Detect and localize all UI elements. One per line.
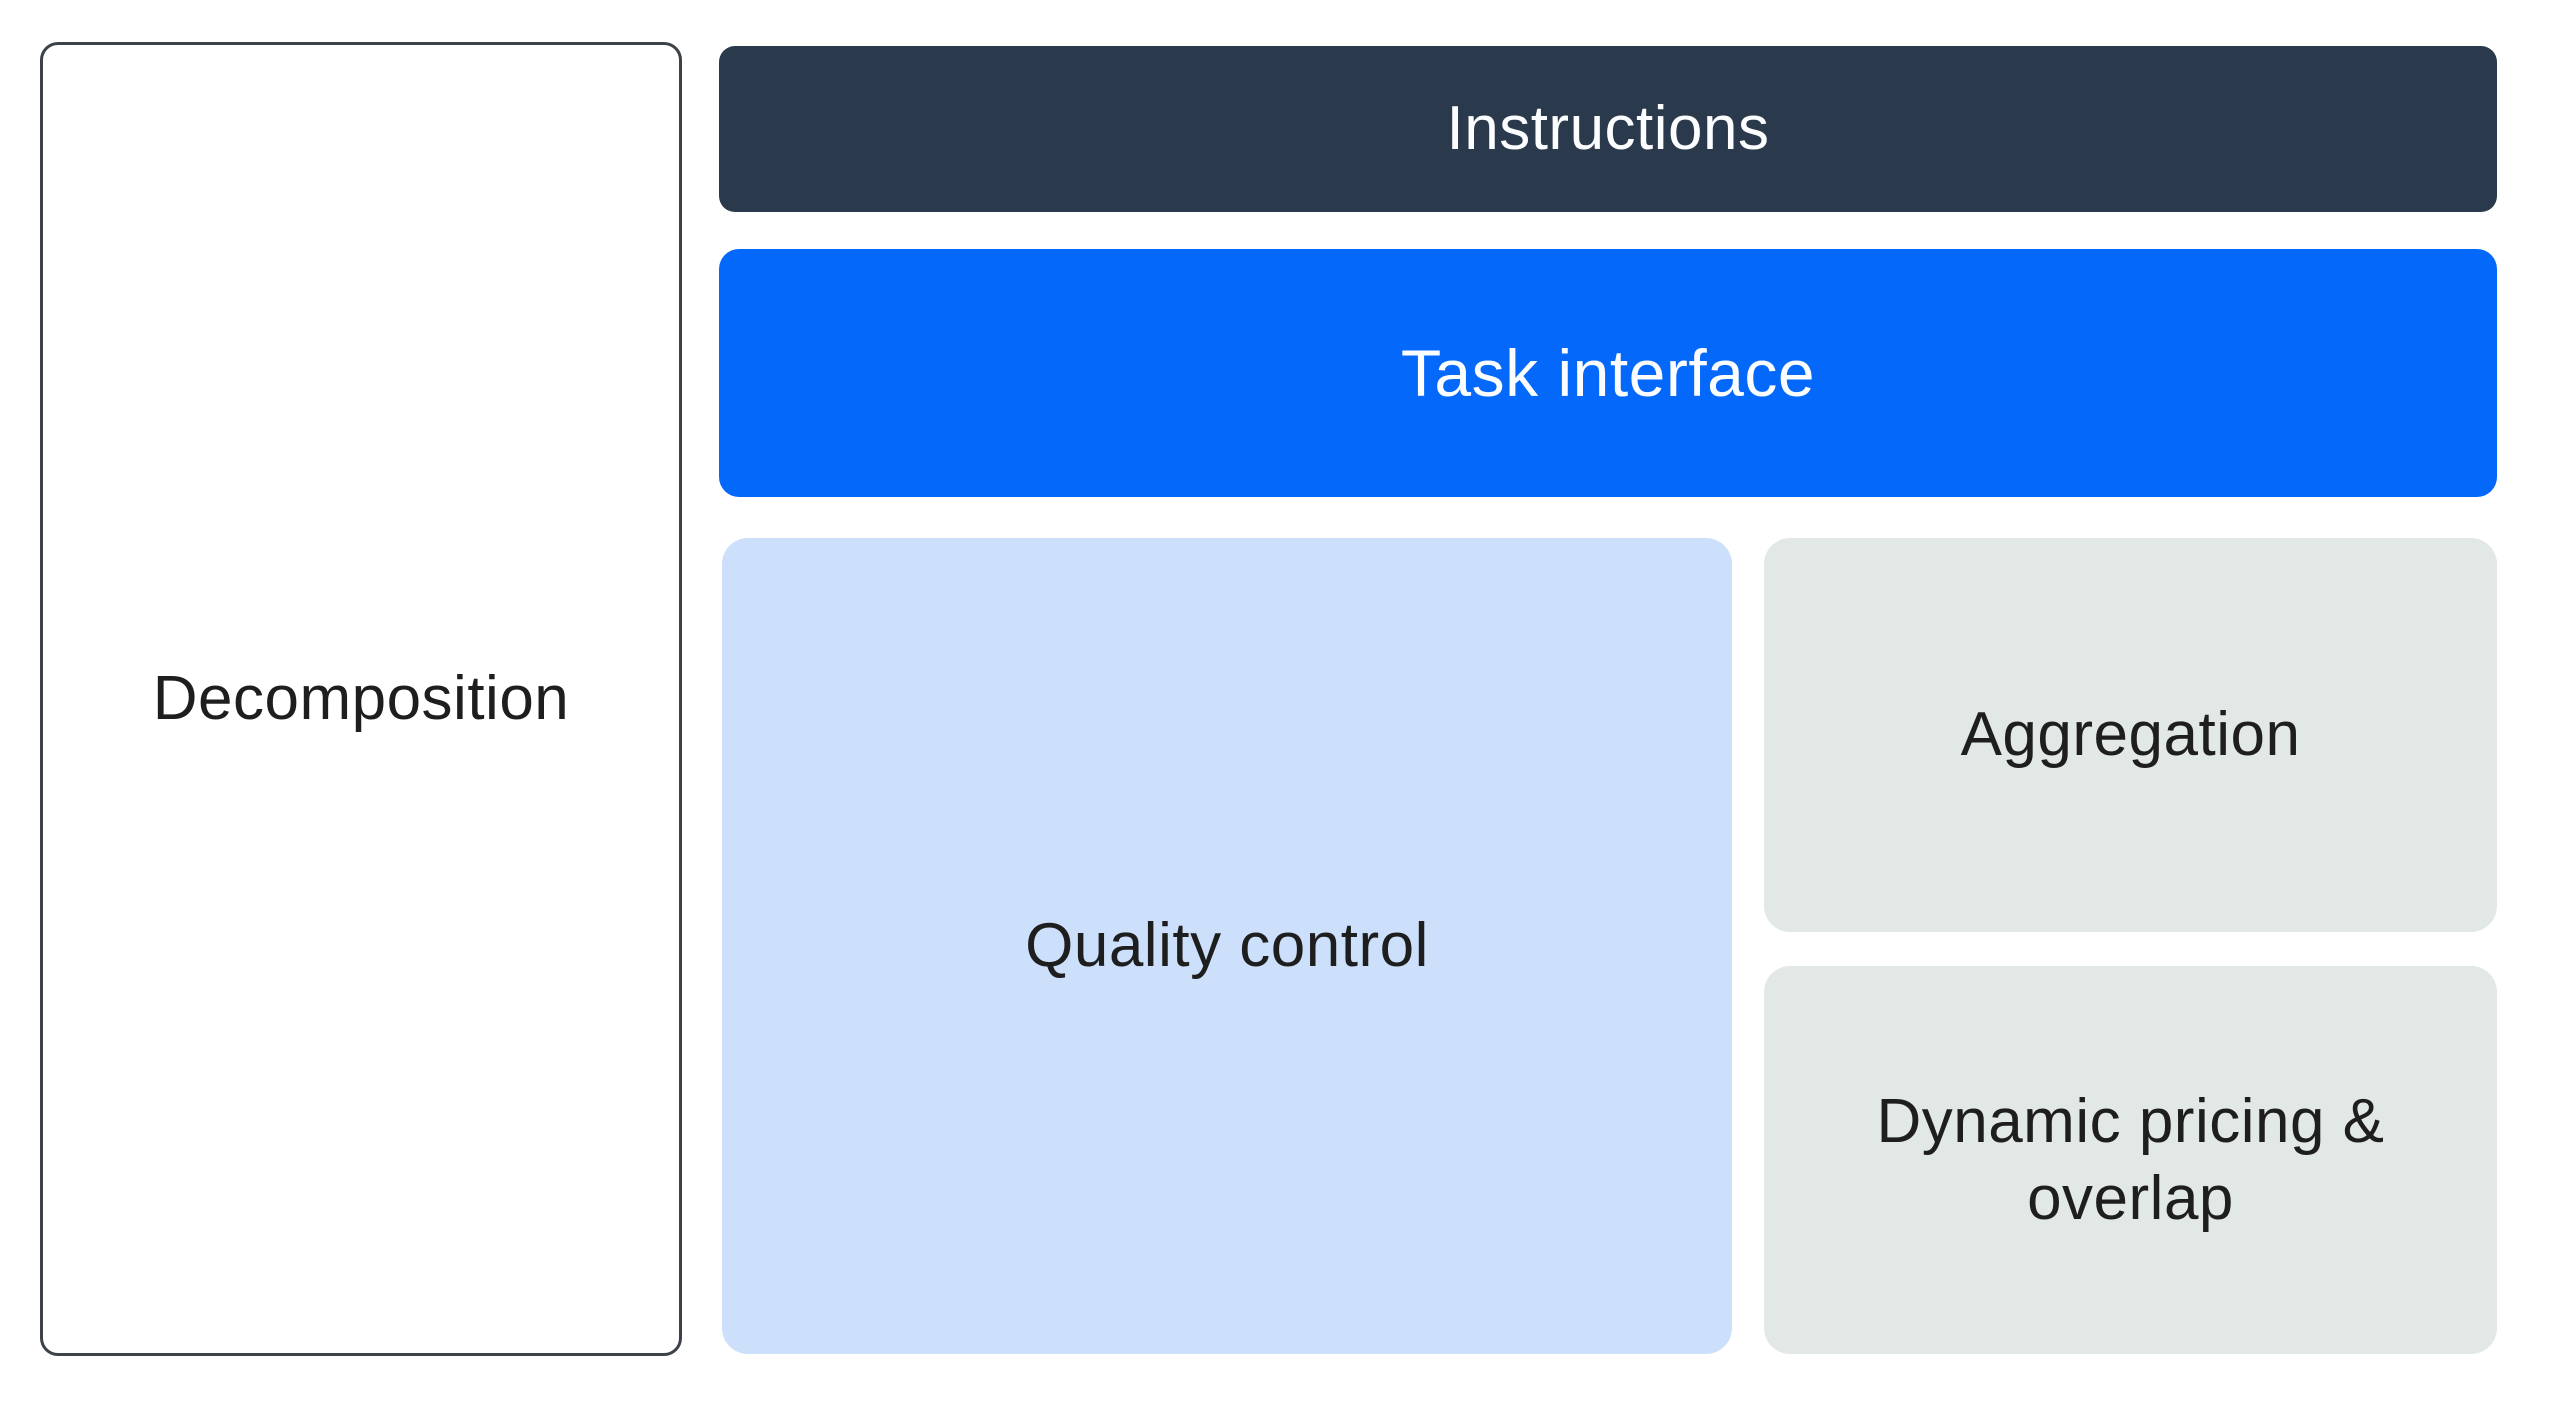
task-interface-label: Task interface [1400, 335, 1816, 410]
task-interface-box: Task interface [719, 249, 2497, 497]
quality-control-box: Quality control [722, 538, 1732, 1354]
quality-control-label: Quality control [1025, 911, 1429, 981]
dynamic-pricing-overlap-box: Dynamic pricing & overlap [1764, 966, 2497, 1354]
instructions-box: Instructions [719, 46, 2497, 212]
instructions-label: Instructions [1446, 94, 1770, 164]
aggregation-box: Aggregation [1764, 538, 2497, 932]
dynamic-pricing-overlap-label: Dynamic pricing & overlap [1876, 1086, 2385, 1234]
decomposition-box: Decomposition [40, 42, 682, 1356]
aggregation-label: Aggregation [1960, 700, 2301, 770]
decomposition-label: Decomposition [152, 664, 570, 734]
